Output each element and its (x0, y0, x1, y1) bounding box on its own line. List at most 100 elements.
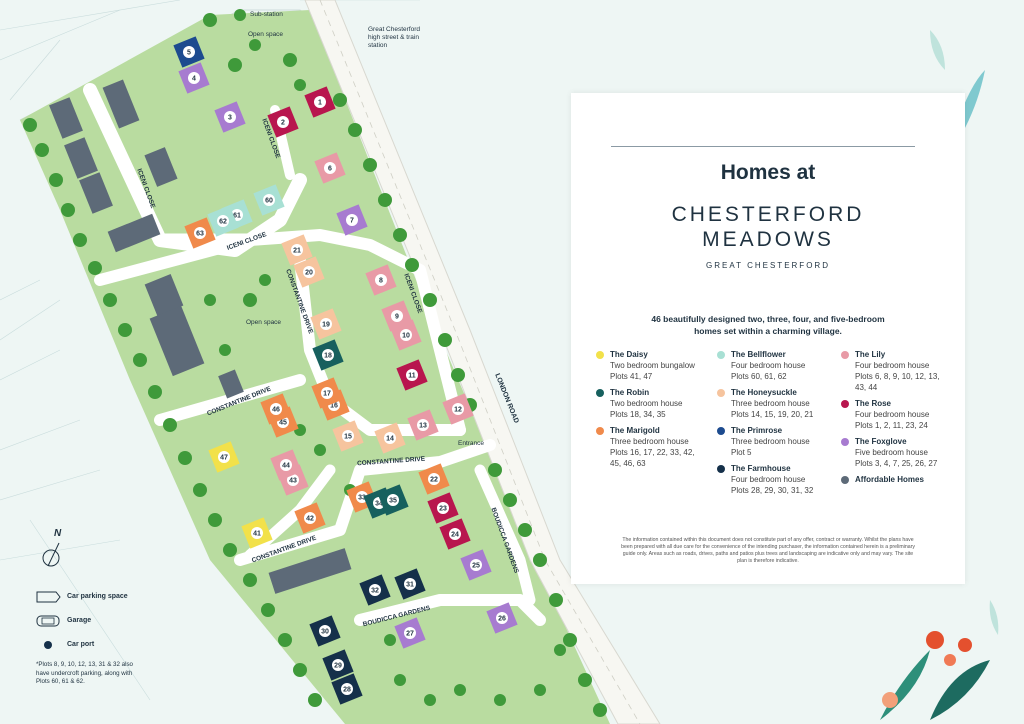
plot-number: 61 (233, 213, 241, 220)
plot-number-badge (280, 459, 292, 471)
plot-number-badge (321, 387, 333, 399)
legend-plots: Plots 60, 61, 62 (731, 372, 787, 381)
plot-number: 3 (228, 115, 232, 122)
plot-4: 4 (178, 62, 210, 94)
legend-name: The Primrose (731, 426, 783, 435)
legend-description: Three bedroom house (731, 437, 810, 446)
legend-swatch (717, 389, 725, 397)
plot-7: 7 (336, 204, 368, 236)
plot-number-badge (324, 162, 336, 174)
car-parking-label: Car parking space (67, 593, 128, 600)
car-port-label: Car port (67, 641, 95, 648)
plot-5: 5 (173, 36, 205, 68)
plot-number-badge (452, 403, 464, 415)
plot-number: 63 (196, 231, 204, 238)
legend-swatch (841, 400, 849, 408)
plot-number: 14 (386, 436, 394, 443)
plot-number: 43 (289, 478, 297, 485)
plot-47: 47 (208, 441, 240, 473)
plot-number: 24 (451, 532, 459, 539)
legend-plots: Plots 41, 47 (610, 372, 653, 381)
plot-number: 8 (379, 278, 383, 285)
plot-number: 32 (371, 588, 379, 595)
plot-30: 30 (309, 615, 341, 647)
legend-swatch (841, 438, 849, 446)
plot-number: 21 (293, 248, 301, 255)
plot-number: 15 (344, 434, 352, 441)
plot-15: 15 (332, 420, 364, 452)
plot-number-badge (194, 227, 206, 239)
plot-28: 28 (331, 673, 363, 705)
legend-name: The Robin (610, 388, 650, 397)
plot-21: 21 (281, 234, 313, 266)
plot-11: 11 (396, 359, 428, 391)
plot-number-badge (406, 369, 418, 381)
plot-number: 10 (402, 333, 410, 340)
plot-number: 60 (265, 198, 273, 205)
plot-number: 1 (318, 100, 322, 107)
plot-number: 46 (272, 407, 280, 414)
plot-number: 20 (305, 270, 313, 277)
plot-number-badge (449, 528, 461, 540)
plot-18: 18 (312, 339, 344, 371)
plot-number-badge (341, 683, 353, 695)
legend-name: The Honeysuckle (731, 388, 797, 397)
affordable-homes-blocks (49, 79, 352, 594)
north-arrow: N (40, 528, 70, 568)
legend-name: The Foxglove (855, 437, 907, 446)
plot-25: 25 (460, 549, 492, 581)
plot-number: 18 (324, 353, 332, 360)
plot-number-badge (224, 111, 236, 123)
plot-number-badge (183, 46, 195, 58)
plot-number-badge (391, 310, 403, 322)
plot-6: 6 (314, 152, 346, 184)
legend-plots: Plots 16, 17, 22, 33, 42, 45, 46, 63 (610, 448, 695, 468)
plot-number: 4 (192, 76, 196, 83)
plot-number: 28 (343, 687, 351, 694)
plot-number: 25 (472, 563, 480, 570)
car-parking-icon (36, 591, 61, 603)
legend-description: Four bedroom house (731, 361, 806, 370)
plot-number-badge (188, 72, 200, 84)
plot-number-badge (404, 627, 416, 639)
legend-swatch (841, 351, 849, 359)
legend-swatch (841, 476, 849, 484)
open-space-mid-label: Open space (246, 319, 282, 326)
plot-number-badge (218, 451, 230, 463)
plot-63: 63 (184, 217, 216, 249)
info-panel: Homes at CHESTERFORD MEADOWS GREAT CHEST… (571, 93, 965, 584)
plot-number-badge (387, 494, 399, 506)
brand-name-line1: CHESTERFORD (671, 203, 865, 226)
car-port-icon (44, 641, 52, 649)
disclaimer-text: The information contained within this do… (621, 537, 915, 564)
plot-number: 13 (419, 423, 427, 430)
legend-swatch (596, 389, 604, 397)
legend-item: Affordable Homes (841, 474, 951, 485)
plot-number: 11 (408, 373, 416, 380)
legend-plots: Plots 28, 29, 30, 31, 32 (731, 486, 814, 495)
legend-swatch (717, 427, 725, 435)
plot-26: 26 (486, 602, 518, 634)
legend-swatch (596, 427, 604, 435)
garage-label: Garage (67, 617, 92, 624)
plot-number-badge (320, 318, 332, 330)
plot-number-badge (332, 659, 344, 671)
plot-number: 6 (328, 166, 332, 173)
legend-description: Two bedroom house (610, 399, 683, 408)
plot-number-badge (428, 473, 440, 485)
plot-number-badge (277, 116, 289, 128)
plot-number: 19 (322, 322, 330, 329)
plot-number: 45 (279, 420, 287, 427)
plot-2: 2 (267, 106, 299, 138)
plot-23: 23 (427, 492, 459, 524)
plot-number: 33 (358, 495, 366, 502)
legend-description: Five bedroom house (855, 448, 928, 457)
panel-title: Homes at (720, 161, 816, 184)
legend-plots: Plots 18, 34, 35 (610, 410, 666, 419)
plot-42: 42 (294, 502, 326, 534)
